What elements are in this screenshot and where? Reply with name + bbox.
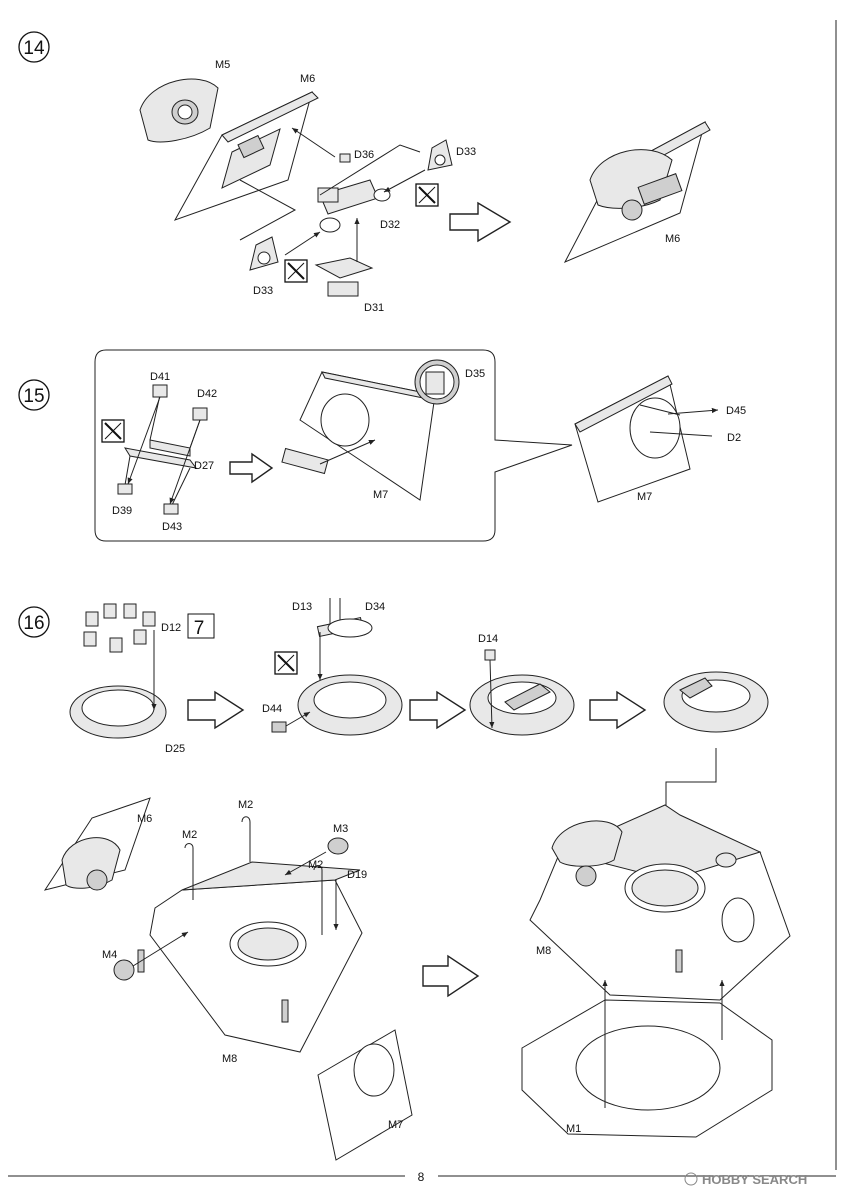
step-number-badge: 16 xyxy=(18,606,50,638)
flow-arrow xyxy=(422,954,480,998)
d31-mount xyxy=(314,257,374,297)
watermark-text: HOBBY SEARCH xyxy=(702,1172,807,1187)
part-label: D14 xyxy=(478,633,498,645)
no-glue-icon xyxy=(101,419,125,443)
m5-mantlet xyxy=(139,78,219,143)
part-label: D19 xyxy=(347,869,367,881)
d32-t-piece xyxy=(317,179,391,233)
m4-part xyxy=(113,959,135,981)
step-15: 15 xyxy=(18,349,746,542)
no-glue-icon xyxy=(284,259,308,283)
m1-turret-ring-plate xyxy=(521,980,773,1138)
m7-plate xyxy=(317,1029,413,1161)
d41-part xyxy=(152,384,168,398)
part-label: D44 xyxy=(262,703,282,715)
d36-pin xyxy=(339,153,351,163)
part-label: D39 xyxy=(112,505,132,517)
part-label: D13 xyxy=(292,601,312,613)
d33-bracket-left xyxy=(249,236,279,271)
m8-turret-assembled xyxy=(529,804,791,1001)
step-number: 15 xyxy=(23,386,44,407)
cupola-stage-1 xyxy=(271,674,403,736)
part-label: D41 xyxy=(150,371,170,383)
step-number: 14 xyxy=(23,38,45,59)
d39-part xyxy=(117,483,133,495)
step-number: 16 xyxy=(23,613,44,634)
cupola-stage-2 xyxy=(469,649,575,736)
d27-frame-assembled xyxy=(281,439,376,475)
m8-turret-hull xyxy=(137,861,363,1053)
part-label: M1 xyxy=(566,1123,581,1135)
part-label: M2 xyxy=(182,829,197,841)
part-label: D32 xyxy=(380,219,400,231)
d12-periscopes xyxy=(83,603,156,653)
m3-part xyxy=(327,837,349,855)
paint-code: 7 xyxy=(194,618,205,639)
part-label: D25 xyxy=(165,743,185,755)
part-label: M6 xyxy=(137,813,152,825)
d33-bracket-right xyxy=(427,139,453,171)
part-label: D12 xyxy=(161,622,181,634)
flow-arrow xyxy=(589,690,647,730)
part-label: M6 xyxy=(665,233,680,245)
part-label: M6 xyxy=(300,73,315,85)
part-label: D31 xyxy=(364,302,384,314)
flow-arrow xyxy=(409,690,467,730)
part-label: D2 xyxy=(727,432,741,444)
part-label: D43 xyxy=(162,521,182,533)
step-14: 14 xyxy=(18,31,711,314)
part-label: M8 xyxy=(222,1053,237,1065)
assembly-lines xyxy=(127,396,201,505)
part-label: D36 xyxy=(354,149,374,161)
part-label: M7 xyxy=(637,491,652,503)
part-label: D42 xyxy=(197,388,217,400)
part-label: D35 xyxy=(465,368,485,380)
part-label: D34 xyxy=(365,601,385,613)
part-label: M2 xyxy=(308,859,323,871)
part-label: M4 xyxy=(102,949,117,961)
part-label: M2 xyxy=(238,799,253,811)
d25-cupola-ring xyxy=(69,630,167,739)
flow-arrow xyxy=(229,452,274,484)
m6-assembled xyxy=(563,121,711,264)
m2-grab-handles xyxy=(184,816,323,935)
m6-plate xyxy=(173,91,319,221)
d13-d34-assembly xyxy=(316,598,373,680)
part-label: D45 xyxy=(726,405,746,417)
part-label: D27 xyxy=(194,460,214,472)
no-glue-icon xyxy=(274,651,298,675)
d43-part xyxy=(163,503,179,515)
step-16: 16 7 xyxy=(18,598,791,1161)
m7-assembled xyxy=(574,375,719,503)
part-label: M7 xyxy=(388,1119,403,1131)
part-label: M7 xyxy=(373,489,388,501)
step-number-badge: 15 xyxy=(18,379,50,411)
m7-plate xyxy=(299,371,439,501)
watermark: HOBBY SEARCH xyxy=(684,1172,807,1187)
part-label: M8 xyxy=(536,945,551,957)
cupola-stage-3 xyxy=(663,671,769,733)
no-glue-icon xyxy=(415,183,439,207)
d27-frame xyxy=(123,394,201,506)
part-label: D33 xyxy=(456,146,476,158)
flow-arrow xyxy=(187,690,245,730)
d42-part xyxy=(192,407,208,421)
paint-code-box: 7 xyxy=(187,613,215,639)
assembly-lines xyxy=(239,127,426,262)
flow-arrow xyxy=(449,201,512,243)
d35-hatch xyxy=(414,359,460,405)
step-number-badge: 14 xyxy=(18,31,50,63)
m6-mantlet-plate xyxy=(43,797,151,891)
part-label: D33 xyxy=(253,285,273,297)
assembly-lines xyxy=(132,851,339,967)
page-number: 8 xyxy=(418,1170,425,1184)
copyright-icon xyxy=(684,1172,698,1186)
part-label: M3 xyxy=(333,823,348,835)
part-label: M5 xyxy=(215,59,230,71)
page-frame xyxy=(8,20,837,1177)
